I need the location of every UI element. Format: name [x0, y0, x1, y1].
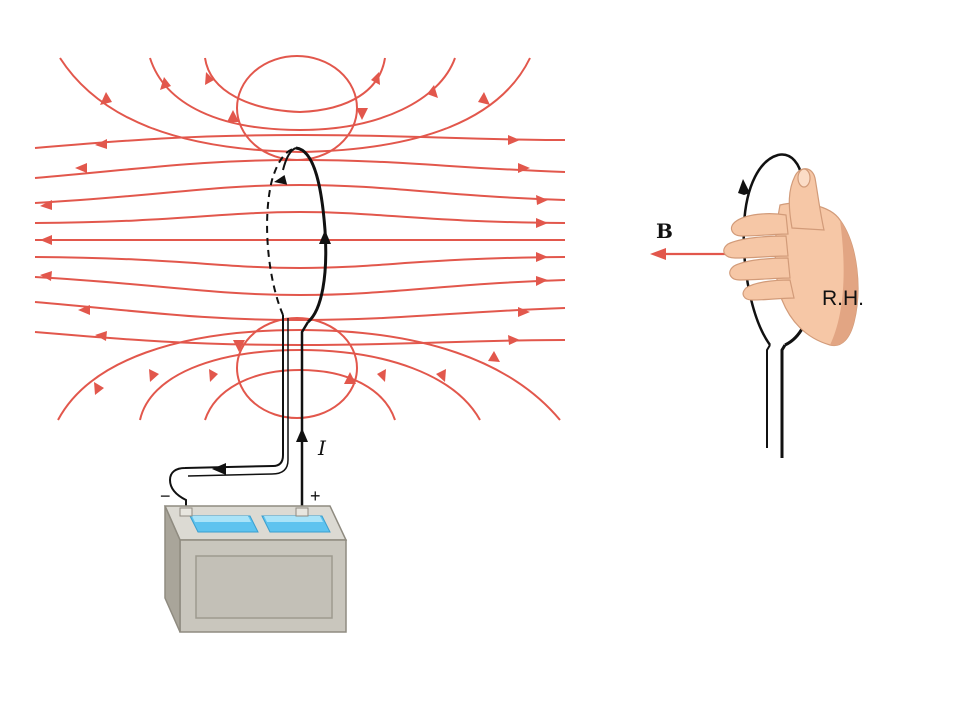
field-line-arc-upper-1	[59, 57, 531, 154]
current-loop-wire	[168, 146, 328, 508]
hand-shade	[830, 220, 858, 346]
field-arrow	[40, 235, 52, 245]
field-loop-top	[236, 55, 358, 161]
field-arrow	[536, 195, 548, 205]
rh-lead-left	[766, 344, 771, 448]
battery	[163, 505, 348, 633]
right-lead	[300, 321, 310, 508]
hand-thumbnail	[797, 168, 811, 188]
hand-finger-2	[723, 235, 789, 259]
field-line-arc-upper-3	[204, 57, 386, 114]
field-arrow	[160, 77, 171, 90]
field-line-upper-2	[34, 183, 566, 204]
battery-terminal-negative	[179, 507, 193, 517]
field-arrow	[94, 382, 104, 395]
field-line-arc-lower-1	[57, 328, 561, 421]
field-arrow	[356, 108, 368, 120]
field-arrow	[209, 369, 218, 382]
field-arrow	[78, 305, 90, 315]
b-field-label: B	[656, 219, 673, 243]
battery-terminal-positive	[295, 507, 309, 517]
field-arrow	[536, 252, 548, 262]
field-arrowheads	[40, 72, 548, 395]
field-arrow	[95, 139, 107, 149]
field-arrow	[427, 85, 438, 98]
loop-back-half	[266, 147, 297, 316]
left-lead-inner	[187, 318, 289, 477]
field-line-arc-lower-2	[139, 348, 481, 421]
right-hand-icon	[723, 168, 859, 347]
field-line-upper-1	[34, 210, 566, 224]
loop-top	[282, 147, 297, 171]
current-arrowheads	[212, 175, 331, 475]
battery-cell-right-hl	[264, 516, 323, 522]
field-arrow	[508, 135, 520, 145]
field-arrow	[436, 369, 446, 382]
field-arrow	[518, 163, 530, 173]
right-hand-label: R.H.	[822, 287, 864, 310]
rh-lead-right	[780, 344, 787, 458]
field-line-arc-lower-3	[204, 368, 396, 421]
field-line-lower-1	[34, 256, 566, 270]
current-arrow-right-lead	[296, 428, 308, 442]
field-arrow	[95, 331, 107, 341]
field-arrow	[40, 271, 52, 281]
field-arrow	[518, 307, 530, 317]
field-arrow	[478, 92, 490, 105]
field-line-lower-2	[34, 276, 566, 297]
field-arrow	[205, 72, 214, 85]
field-arrow	[371, 72, 380, 85]
field-loop-bottom	[236, 317, 358, 419]
field-arrow	[233, 340, 245, 352]
rh-loop-arrow-icon	[738, 179, 750, 195]
current-arrow-loop-back	[274, 175, 288, 185]
magnetic-field-lines	[34, 55, 566, 421]
current-label: I	[317, 436, 327, 460]
current-arrow-left-lead	[212, 463, 226, 475]
field-line-upper-4	[34, 133, 566, 149]
field-line-upper-3	[34, 158, 566, 179]
battery-side	[164, 505, 181, 633]
left-lead	[168, 315, 284, 508]
field-arrow	[100, 92, 112, 105]
battery-front-panel	[195, 555, 333, 619]
field-arrow	[149, 369, 159, 382]
field-arrow	[488, 351, 500, 362]
field-arrow	[75, 163, 87, 173]
field-line-lower-3	[34, 301, 566, 322]
positive-terminal-label: +	[310, 486, 321, 506]
negative-terminal-label: −	[160, 486, 171, 506]
current-arrow-loop-front	[319, 230, 331, 244]
hand-thumb	[788, 168, 825, 231]
hand-finger-4	[742, 279, 795, 301]
field-arrow	[344, 372, 356, 384]
field-arrow	[377, 369, 386, 382]
field-arrow	[40, 200, 52, 210]
field-arrow	[536, 276, 548, 286]
field-arrow	[536, 218, 548, 228]
battery-cell-left-hl	[192, 516, 251, 522]
b-field-arrowhead	[650, 248, 666, 260]
field-line-lower-4	[34, 331, 566, 347]
field-line-arc-upper-2	[149, 57, 456, 132]
field-arrow	[508, 335, 520, 345]
field-arrow	[227, 110, 239, 122]
hand-finger-1	[730, 213, 789, 237]
hand-finger-3	[729, 257, 791, 281]
